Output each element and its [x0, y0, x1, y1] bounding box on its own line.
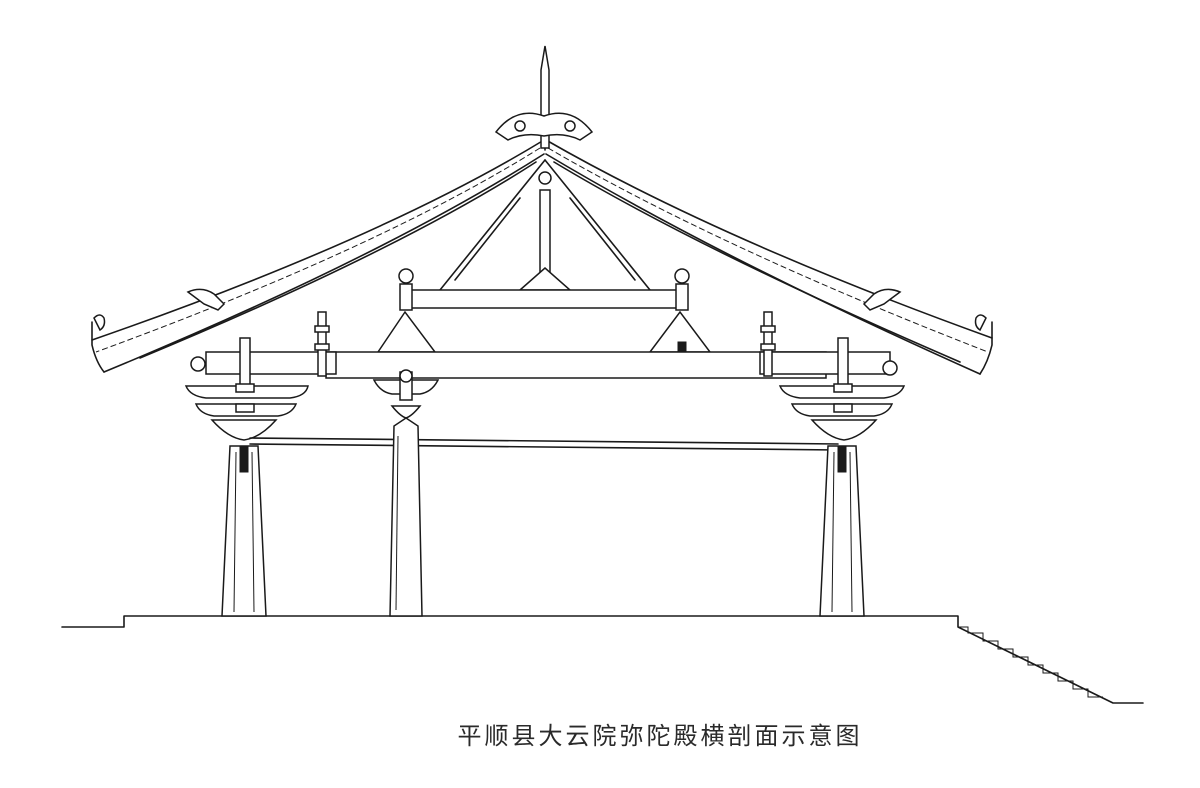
- right-bracket-set: [760, 311, 906, 441]
- platform-base: [61, 615, 1144, 704]
- figure-caption: 平顺县大云院弥陀殿横剖面示意图: [457, 722, 863, 750]
- inner-column-bracket: [372, 369, 440, 419]
- left-eave-column: [221, 445, 267, 617]
- roof-truss: [205, 159, 891, 379]
- tie-beam: [249, 437, 839, 451]
- left-bracket-set: [184, 311, 330, 441]
- roof-left-slope: [91, 139, 545, 373]
- right-eave-column: [819, 445, 865, 617]
- roof-right-slope: [545, 139, 993, 375]
- ridge-ornament: [494, 45, 594, 151]
- inner-column: [389, 417, 423, 617]
